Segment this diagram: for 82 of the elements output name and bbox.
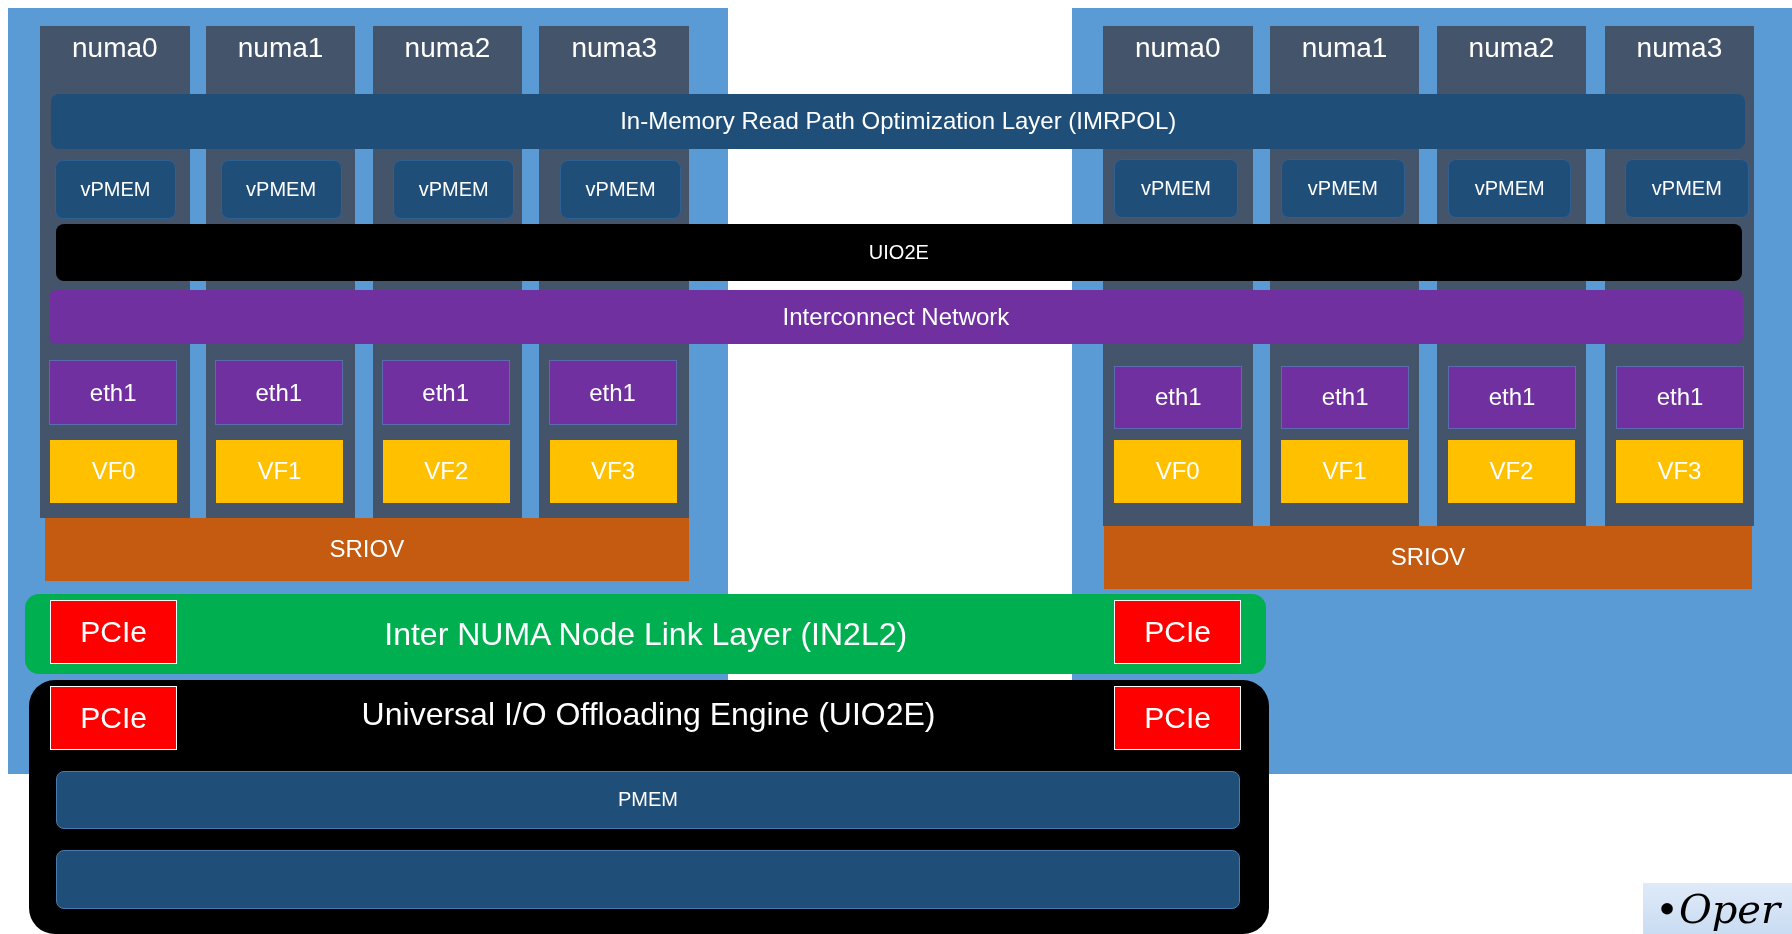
node-label: PCIe — [1144, 615, 1212, 649]
node-label: numa3 — [1636, 32, 1723, 65]
node-label: PCIe — [80, 615, 148, 649]
node-label: eth1 — [1656, 383, 1704, 412]
node-label: vPMEM — [1307, 177, 1378, 201]
eth-box — [381, 360, 510, 426]
node-label: numa3 — [571, 32, 658, 65]
node-label: vPMEM — [418, 178, 489, 202]
node-label: numa0 — [1134, 32, 1221, 65]
layer-bar — [49, 290, 1743, 344]
node-label: vPMEM — [585, 178, 656, 202]
eth-box — [1281, 365, 1410, 429]
node-label: VF1 — [1322, 457, 1367, 486]
layer-bar — [56, 224, 1742, 282]
node-label: VF1 — [257, 457, 302, 486]
eth-box — [1114, 365, 1243, 429]
node-label: vPMEM — [1140, 177, 1211, 201]
vpmem-box — [1625, 158, 1749, 219]
node-label: SRIOV — [1390, 543, 1466, 572]
vpmem-box — [54, 160, 176, 220]
pcie-box — [1114, 685, 1242, 750]
memory-bar — [56, 771, 1240, 829]
node-label: •Oper — [1655, 885, 1781, 932]
node-label: VF0 — [91, 457, 136, 486]
vf-box — [216, 440, 343, 503]
node-label: VF3 — [591, 457, 636, 486]
node-label: vPMEM — [246, 178, 317, 202]
node-label: eth1 — [1321, 383, 1369, 412]
node-label: VF2 — [424, 457, 469, 486]
vf-box — [382, 440, 510, 503]
layer-bar — [51, 93, 1746, 149]
vpmem-box — [220, 160, 342, 220]
node-label: PCIe — [80, 700, 148, 735]
eth-box — [49, 360, 178, 426]
vpmem-box — [393, 160, 515, 220]
memory-bar — [56, 850, 1240, 909]
node-label: vPMEM — [1651, 177, 1722, 201]
vpmem-box — [560, 160, 682, 220]
node-label: eth1 — [422, 378, 470, 407]
node-label: eth1 — [1488, 383, 1536, 412]
node-label: numa0 — [72, 32, 158, 65]
node-label: VF2 — [1489, 457, 1534, 486]
eth-box — [1616, 365, 1744, 429]
node-label: VF3 — [1657, 457, 1702, 486]
node-label: vPMEM — [80, 178, 151, 202]
eth-box — [1448, 365, 1576, 429]
vpmem-box — [1114, 158, 1238, 219]
node-label: Interconnect Network — [782, 303, 1010, 332]
node-label: PCIe — [1144, 700, 1212, 735]
vf-box — [1114, 440, 1242, 503]
node-label: In-Memory Read Path Optimization Layer (IMRPOL) — [620, 107, 1177, 136]
vpmem-box — [1448, 158, 1572, 219]
node-label: eth1 — [89, 378, 137, 407]
node-label: numa2 — [404, 32, 491, 65]
node-label: vPMEM — [1474, 177, 1545, 201]
vf-box — [50, 440, 178, 503]
node-label: Inter NUMA Node Link Layer (IN2L2) — [384, 615, 908, 653]
pcie-box — [50, 600, 178, 664]
node-label: eth1 — [255, 378, 303, 407]
node-label: Universal I/O Offloading Engine (UIO2E) — [361, 696, 936, 733]
node-label: VF0 — [1155, 457, 1200, 486]
eth-box — [214, 360, 343, 426]
note-box — [1643, 883, 1792, 934]
eth-box — [548, 360, 677, 426]
vf-box — [549, 440, 677, 503]
engine-panel — [28, 680, 1269, 934]
sriov-bar — [1104, 525, 1752, 589]
pcie-box — [1114, 600, 1242, 664]
node-label: SRIOV — [329, 535, 405, 564]
node-label: numa2 — [1468, 32, 1555, 65]
vpmem-box — [1281, 158, 1405, 219]
layer-label: UIO2E — [868, 241, 929, 265]
node-label: eth1 — [589, 378, 636, 407]
node-label: numa1 — [1301, 32, 1388, 65]
pcie-box — [50, 685, 178, 750]
node-label: numa1 — [237, 32, 324, 65]
sriov-bar — [44, 517, 690, 581]
vf-box — [1281, 440, 1408, 503]
vf-box — [1616, 440, 1743, 503]
node-label: eth1 — [1154, 383, 1202, 412]
vf-box — [1448, 440, 1575, 503]
node-label: PMEM — [618, 788, 678, 812]
